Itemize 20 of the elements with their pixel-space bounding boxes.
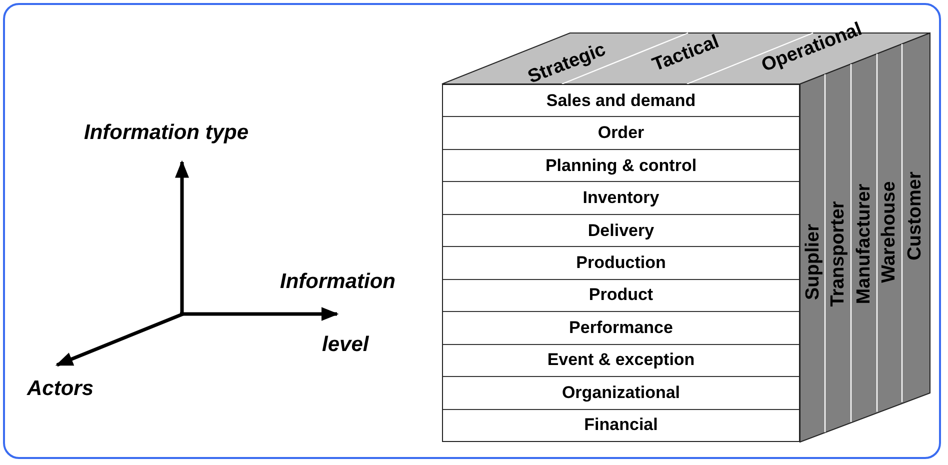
category-row: Production (443, 246, 799, 279)
axis-label: Information (280, 270, 396, 294)
category-row: Planning & control (443, 148, 799, 182)
category-row: Product (443, 278, 799, 312)
category-row: Order (443, 116, 799, 149)
actor-label: Manufacturer (854, 184, 874, 304)
category-row: Inventory (443, 181, 799, 214)
category-row: Organizational (443, 376, 799, 409)
axis-label: Actors (27, 377, 94, 401)
actor-label: Supplier (804, 224, 822, 300)
actor-label: Customer (906, 172, 924, 260)
actor-label: Warehouse (880, 181, 898, 283)
actor-label: Transporter (828, 201, 848, 307)
category-row: Delivery (443, 214, 799, 246)
category-row: Financial (443, 408, 799, 441)
category-row: Performance (443, 311, 799, 344)
axis-label: Information type (84, 121, 249, 145)
axis-label: level (322, 333, 369, 357)
category-row-text: Sales and demand (545, 90, 697, 112)
category-row: Event & exception (443, 344, 799, 376)
